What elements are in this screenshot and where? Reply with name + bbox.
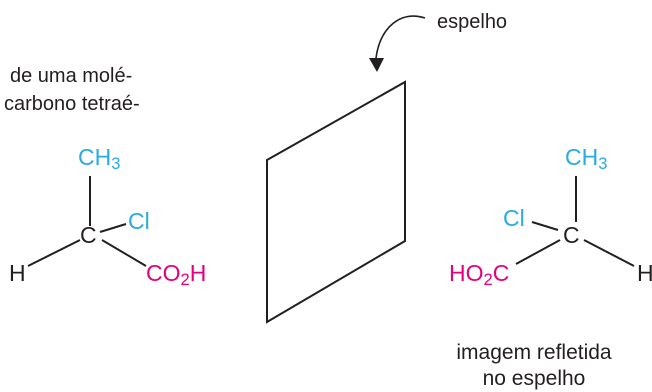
right-hooc-tail: C xyxy=(492,260,510,286)
mirror-arrow-head xyxy=(369,58,384,72)
text-line-1: de uma molé- xyxy=(10,65,133,87)
right-cl-group: Cl xyxy=(503,205,525,231)
caption-line-2: no espelho xyxy=(482,367,586,390)
left-h-atom: H xyxy=(9,260,26,286)
left-cl-group: Cl xyxy=(128,208,150,234)
right-bond-left xyxy=(531,221,559,231)
right-hooc-pre: HO xyxy=(449,260,484,286)
right-ch3-main: CH xyxy=(565,144,599,170)
right-carbon: C xyxy=(563,222,580,248)
left-ch3-main: CH xyxy=(78,144,112,170)
right-ch3-sub: 3 xyxy=(598,154,608,174)
right-bond-right xyxy=(583,239,635,267)
left-bond-bottom xyxy=(101,239,147,267)
mirror-arrow-curve xyxy=(375,15,426,59)
left-cooh-group: CO2H xyxy=(146,260,207,288)
right-hooc-group: HO2C xyxy=(449,260,510,288)
left-bond-right xyxy=(99,223,127,233)
caption-line-1: imagem refletida xyxy=(456,341,612,364)
left-ch3-group: CH3 xyxy=(78,144,120,172)
left-cooh-sub: 2 xyxy=(180,270,190,290)
text-line-2: carbono tetraé- xyxy=(4,93,140,115)
right-hooc-sub: 2 xyxy=(483,270,493,290)
right-bond-bottom xyxy=(515,239,561,265)
left-carbon: C xyxy=(80,222,97,248)
left-bond-left xyxy=(27,239,81,267)
left-ch3-sub: 3 xyxy=(111,154,121,174)
right-h-atom: H xyxy=(637,260,652,286)
mirror-label: espelho xyxy=(437,11,508,33)
right-ch3-group: CH3 xyxy=(565,144,607,172)
left-cooh-main: CO xyxy=(146,260,181,286)
mirror-plane xyxy=(266,80,406,324)
left-cooh-tail: H xyxy=(189,260,207,286)
